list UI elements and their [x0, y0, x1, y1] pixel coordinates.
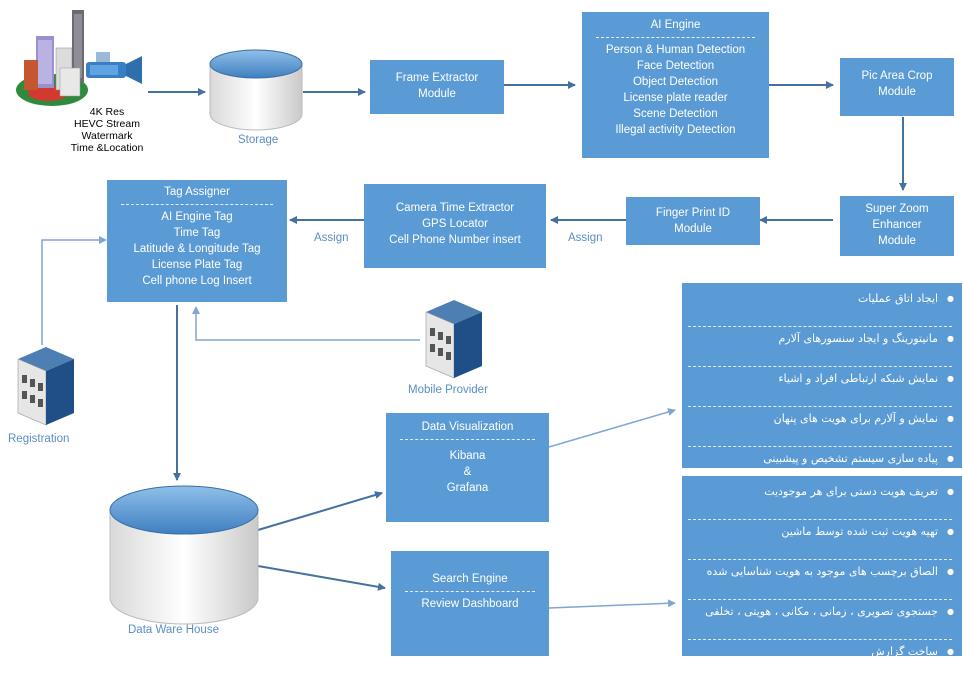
- camera-spec-line: HEVC Stream: [74, 118, 140, 130]
- tag-item: Time Tag: [173, 227, 221, 239]
- camera-spec-label: 4K Res HEVC Stream Watermark Time &Locat…: [62, 106, 152, 154]
- feature-item: پیاده سازی سیستم تشخیص و پیشبینی: [688, 447, 954, 486]
- storage-label: Storage: [238, 134, 279, 146]
- camera-spec-line: Time &Location: [70, 142, 144, 154]
- finger-print-box: Finger Print ID Module: [626, 197, 760, 245]
- divider: [400, 439, 535, 440]
- box-text: Module: [418, 88, 456, 100]
- mobile-provider-building-icon: [425, 300, 482, 379]
- camera-time-extractor-box: Camera Time Extractor GPS Locator Cell P…: [364, 184, 546, 268]
- assign-label: Assign: [314, 232, 349, 244]
- assign-label: Assign: [568, 232, 603, 244]
- link-registration-tag: [41, 236, 107, 345]
- camera-spec-line: 4K Res: [89, 106, 125, 118]
- feature-item: تهیه هویت ثبت شده توسط ماشین: [688, 520, 954, 560]
- data-visualization-box: Data Visualization Kibana & Grafana: [386, 413, 549, 522]
- connector-layer: [41, 81, 907, 609]
- feature-item: الصاق برچسب های موجود به هویت شناسایی شد…: [688, 560, 954, 600]
- pic-area-crop-box: Pic Area Crop Module: [840, 58, 954, 116]
- ai-engine-item: Face Detection: [636, 60, 715, 72]
- ai-engine-item: License plate reader: [623, 92, 728, 104]
- box-text: Module: [878, 86, 916, 98]
- dataviz-line: Grafana: [446, 482, 489, 494]
- link-dataviz-panel: [548, 408, 676, 448]
- data-warehouse-cylinder: [109, 485, 259, 625]
- ai-engine-item: Scene Detection: [633, 108, 718, 120]
- box-text: Cell Phone Number insert: [389, 234, 521, 246]
- box-text: Frame Extractor: [395, 72, 479, 84]
- dataviz-title: Data Visualization: [421, 421, 514, 433]
- link-search-panel: [548, 599, 676, 609]
- divider: [121, 204, 273, 205]
- mobile-provider-label: Mobile Provider: [408, 384, 488, 396]
- tag-item: AI Engine Tag: [161, 211, 233, 223]
- frame-extractor-box: Frame Extractor Module: [370, 60, 504, 114]
- box-text: Enhancer: [872, 219, 922, 231]
- ai-engine-item: Person & Human Detection: [605, 44, 746, 56]
- ai-engine-item: Object Detection: [632, 76, 718, 88]
- operations-features-panel: ایجاد اتاق عملیات مانیتورینگ و ایجاد سنس…: [682, 283, 962, 471]
- tag-item: Cell phone Log Insert: [142, 275, 252, 287]
- super-zoom-box: Super Zoom Enhancer Module: [840, 196, 954, 256]
- ai-engine-title: AI Engine: [650, 19, 701, 31]
- search-engine-title: Search Engine: [432, 573, 508, 585]
- tag-item: Latitude & Longitude Tag: [133, 243, 261, 255]
- review-dashboard-label: Review Dashboard: [421, 598, 519, 610]
- box-text: Module: [878, 235, 916, 247]
- tag-assigner-title: Tag Assigner: [164, 186, 230, 198]
- ai-engine-box: AI Engine Person & Human Detection Face …: [582, 12, 769, 158]
- feature-item: نمایش و آلارم برای هویت های پنهان: [688, 407, 954, 447]
- box-text: Camera Time Extractor: [395, 202, 515, 214]
- box-text: Finger Print ID: [655, 207, 731, 219]
- feature-item: ایجاد اتاق عملیات: [688, 287, 954, 327]
- camera-city-icon: [16, 10, 142, 106]
- divider: [596, 37, 755, 38]
- storage-cylinder: [209, 49, 303, 131]
- feature-item: تعریف هویت دستی برای هر موجودیت: [688, 480, 954, 520]
- feature-item: ساخت گزارش: [688, 640, 954, 679]
- warehouse-label: Data Ware House: [128, 624, 219, 636]
- ai-engine-item: Illegal activity Detection: [615, 124, 736, 136]
- box-text: Module: [674, 223, 712, 235]
- dataviz-line: Kibana: [449, 450, 486, 462]
- box-text: GPS Locator: [422, 218, 488, 230]
- identity-features-panel: تعریف هویت دستی برای هر موجودیت تهیه هوی…: [682, 476, 962, 664]
- registration-building-icon: [17, 347, 74, 426]
- link-mobile-tag: [192, 306, 420, 341]
- tag-assigner-box: Tag Assigner AI Engine Tag Time Tag Lati…: [107, 180, 287, 302]
- tag-item: License Plate Tag: [151, 259, 243, 271]
- camera-spec-line: Watermark: [81, 130, 133, 142]
- feature-item: مانیتورینگ و ایجاد سنسورهای آلارم: [688, 327, 954, 367]
- arrow-warehouse-dataviz: [257, 491, 383, 531]
- divider: [405, 591, 535, 592]
- dataviz-line: &: [463, 466, 472, 478]
- feature-item: نمایش شبکه ارتباطی افراد و اشیاء: [688, 367, 954, 407]
- arrow-warehouse-search: [257, 565, 386, 591]
- registration-label: Registration: [8, 433, 70, 445]
- feature-item: جستجوی تصویری ، زمانی ، مکانی ، هویتی ، …: [688, 600, 954, 640]
- search-engine-box: Search Engine Review Dashboard: [391, 551, 549, 656]
- box-text: Super Zoom: [865, 203, 929, 215]
- box-text: Pic Area Crop: [861, 70, 933, 82]
